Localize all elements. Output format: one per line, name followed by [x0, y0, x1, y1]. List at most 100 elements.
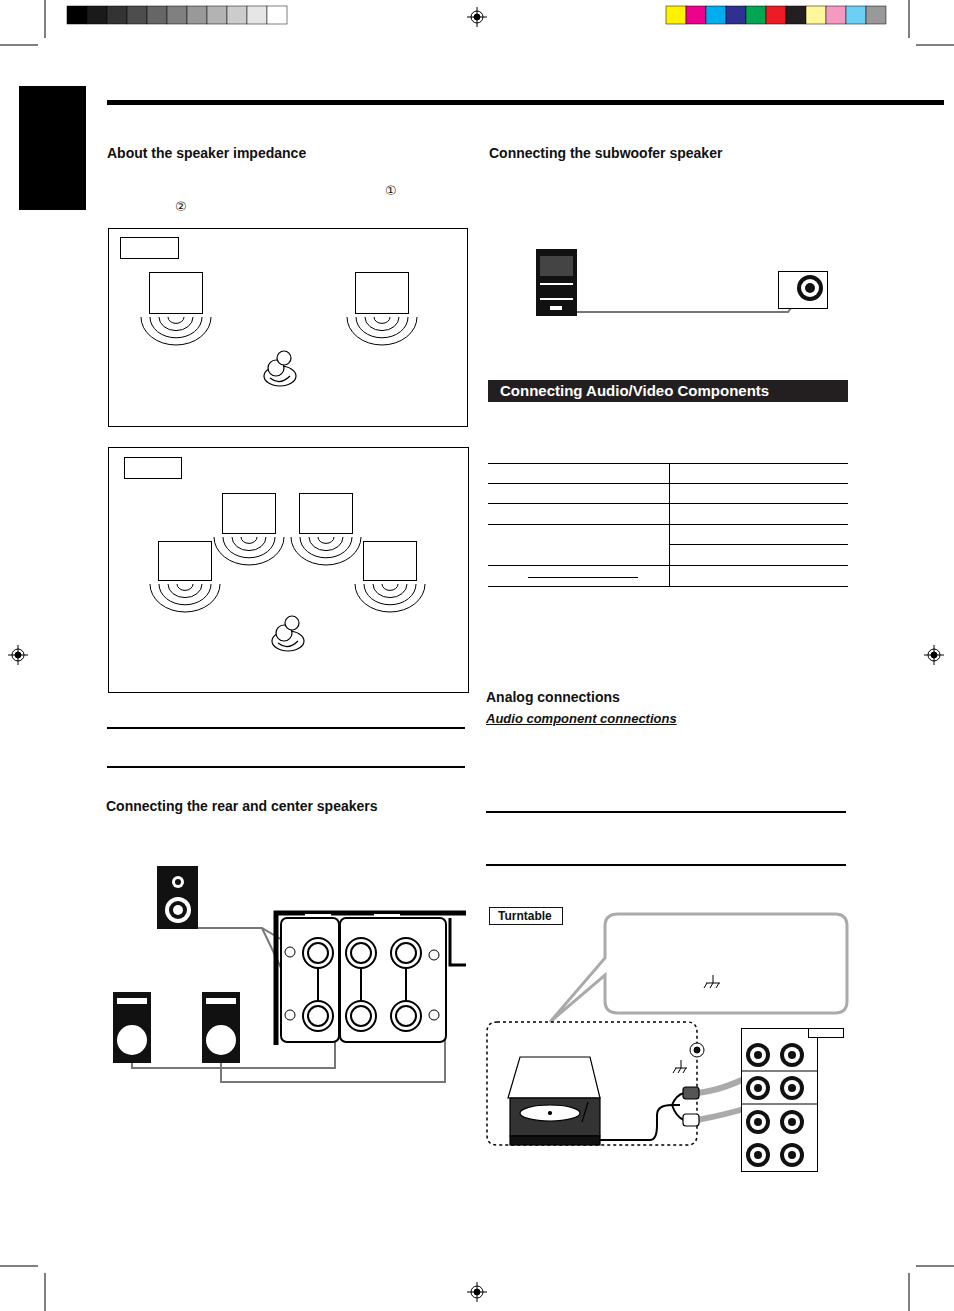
- jack-panel: [788, 1051, 796, 1059]
- listener-figure: [264, 351, 304, 651]
- sound-waves: [168, 317, 184, 323]
- ground-terminal: [694, 1047, 700, 1053]
- terminal-panel: [285, 947, 295, 957]
- sub-heading: Audio component connections: [486, 711, 677, 727]
- layout-frame: [109, 229, 468, 427]
- sound-waves: [309, 537, 343, 551]
- jack-panel: [742, 1029, 818, 1172]
- speaker-box: [356, 273, 409, 314]
- terminal-panel: [303, 1001, 333, 1031]
- audio-cable: [600, 1072, 758, 1140]
- terminal-panel: [429, 950, 439, 960]
- jack-panel: [784, 1147, 800, 1163]
- terminal-panel: [346, 1001, 376, 1031]
- section-heading: Connecting the rear and center speakers: [106, 798, 378, 814]
- color-bar: [726, 6, 746, 24]
- terminal-panel: [351, 943, 371, 963]
- jack-panel: [746, 1043, 770, 1067]
- sound-waves: [223, 537, 275, 558]
- dotted-frame: [487, 1022, 697, 1145]
- terminal-panel: [285, 1010, 295, 1020]
- rca-plug: [683, 1087, 699, 1126]
- subwoofer-jack: [801, 279, 819, 297]
- color-bar: [666, 6, 886, 24]
- sound-waves: [356, 317, 408, 338]
- color-bar: [67, 6, 87, 24]
- rear-speaker: [117, 998, 147, 1004]
- rear-speaker: [206, 1025, 236, 1055]
- subwoofer-cable: [577, 296, 800, 312]
- layout-frame: [109, 448, 469, 693]
- color-bar: [766, 6, 786, 24]
- table-grid: [488, 463, 848, 587]
- center-speaker: [169, 901, 187, 919]
- speaker-box: [223, 494, 276, 534]
- sound-waves: [355, 584, 425, 612]
- jack-panel: [780, 1076, 804, 1100]
- jack-panel: [750, 1114, 766, 1130]
- center-speaker: [172, 876, 184, 888]
- jack-panel: [746, 1076, 770, 1100]
- terminal-panel: [374, 914, 400, 917]
- ground-terminal: [673, 1043, 704, 1073]
- subwoofer: [540, 283, 573, 285]
- color-bar: [826, 6, 846, 24]
- jack-panel: [784, 1047, 800, 1063]
- color-bar: [127, 6, 147, 24]
- jack-panel: [746, 1110, 770, 1134]
- callout-number: ②: [175, 199, 187, 215]
- jack-panel: [754, 1118, 762, 1126]
- color-bar: [187, 6, 207, 24]
- color-bar: [866, 6, 886, 24]
- ground-terminal: [690, 1043, 704, 1057]
- color-bar: [686, 6, 706, 24]
- top-rule: [107, 100, 944, 105]
- sound-waves: [177, 584, 193, 590]
- subwoofer: [540, 256, 573, 276]
- table-grid: [488, 565, 848, 566]
- jack-panel: [780, 1143, 804, 1167]
- sound-waves: [373, 584, 407, 598]
- table-grid: [669, 544, 848, 545]
- jack-panel: [750, 1080, 766, 1096]
- jack-panel: [750, 1147, 766, 1163]
- table-grid: [488, 503, 848, 504]
- sound-waves: [374, 317, 390, 323]
- color-bar: [207, 6, 227, 24]
- speaker-box: [159, 542, 212, 581]
- registration-mark: [8, 645, 28, 665]
- section-rule: [486, 811, 846, 813]
- color-bar: [87, 6, 107, 24]
- turntable-drawing: [582, 1102, 588, 1122]
- jack-panel: [809, 1029, 844, 1038]
- turntable-drawing: [510, 1098, 600, 1136]
- sound-waves: [150, 584, 220, 612]
- rear-speaker: [206, 998, 236, 1004]
- sound-waves: [300, 537, 352, 558]
- section-rule: [107, 766, 465, 768]
- color-bar: [67, 6, 287, 24]
- speaker-box: [150, 273, 417, 581]
- color-bar: [267, 6, 287, 24]
- jack-panel: [780, 1110, 804, 1134]
- color-bar: [107, 6, 127, 24]
- listener-figure: [270, 376, 290, 382]
- sound-waves: [159, 584, 211, 605]
- audio-cable: [672, 1093, 684, 1120]
- sound-waves: [365, 317, 399, 331]
- table-grid: [669, 463, 670, 587]
- terminal-panel: [318, 968, 406, 1001]
- listener-figure: [277, 351, 291, 365]
- listener-figure: [285, 616, 299, 630]
- terminal-panel: [351, 1006, 371, 1026]
- color-bar: [247, 6, 267, 24]
- jack-panel: [741, 1071, 817, 1104]
- callout-number: ①: [385, 183, 397, 199]
- sound-waves: [232, 537, 266, 551]
- subwoofer-jack: [779, 272, 828, 309]
- sound-waves: [168, 584, 202, 598]
